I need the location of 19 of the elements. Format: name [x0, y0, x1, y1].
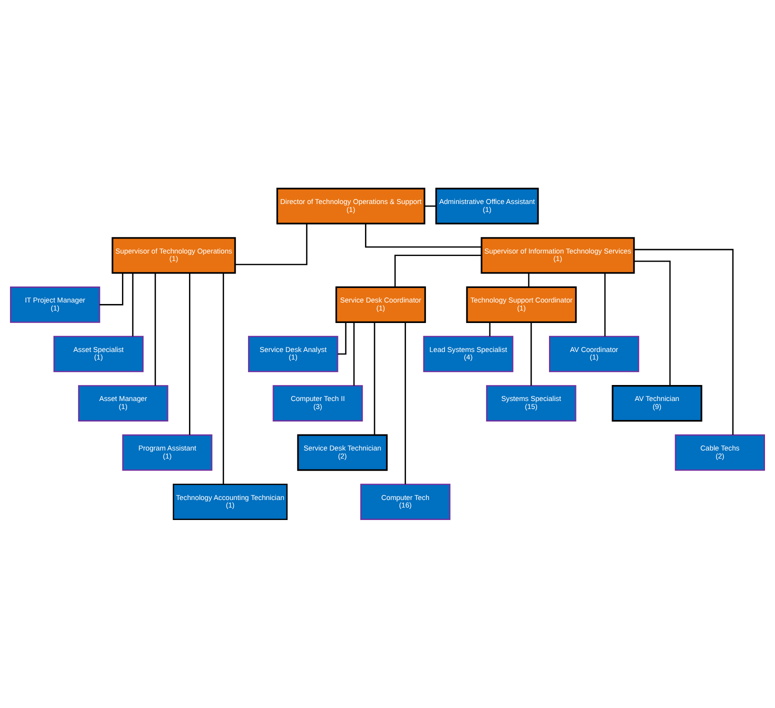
connector	[404, 322, 406, 484]
connector	[100, 272, 124, 306]
connector	[530, 322, 532, 386]
connector	[353, 322, 355, 386]
connector	[154, 272, 156, 386]
connector	[634, 260, 671, 386]
connector	[374, 322, 376, 436]
connector	[394, 254, 482, 288]
connector	[528, 272, 530, 288]
connector	[604, 273, 606, 336]
connector	[365, 224, 482, 248]
connector	[634, 248, 734, 435]
connector	[338, 322, 346, 355]
connector	[489, 322, 490, 336]
connector	[222, 272, 224, 484]
connector	[132, 273, 134, 336]
connector	[189, 273, 190, 435]
connector	[235, 224, 308, 266]
connector	[424, 205, 436, 207]
